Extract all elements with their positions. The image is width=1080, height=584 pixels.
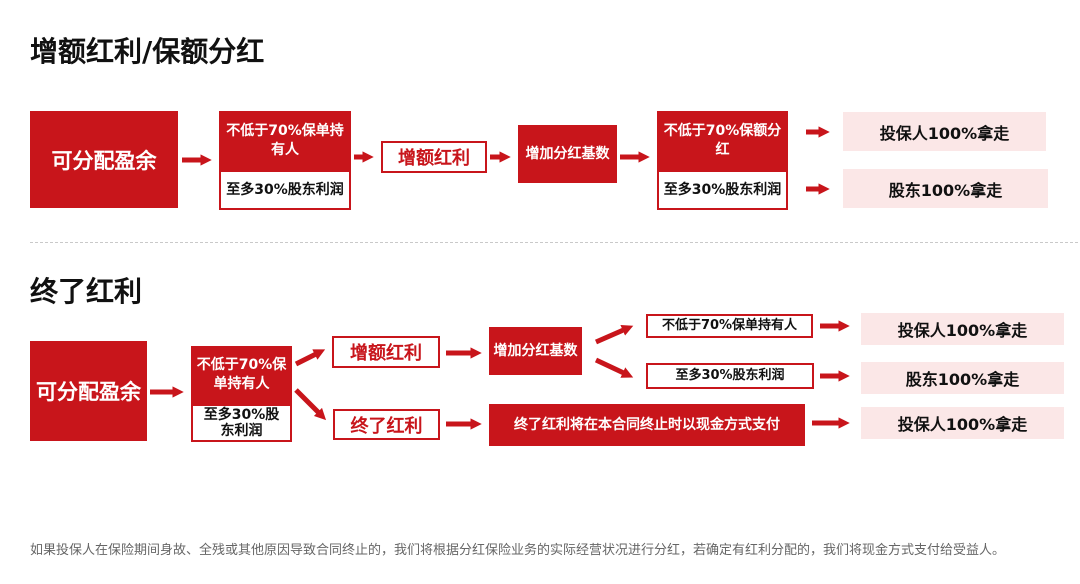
s2-shareholder-share-small: 至多30%股东利润	[646, 363, 814, 389]
section-divider	[30, 242, 1078, 243]
s2-terminal-payment-box: 终了红利将在本合同终止时以现金方式支付	[489, 404, 805, 446]
s2-result-policyholder-1: 投保人100%拿走	[861, 313, 1064, 345]
arrow-s2-5	[594, 325, 634, 345]
s1-source-box: 可分配盈余	[30, 111, 178, 208]
s2-result-policyholder-2: 投保人100%拿走	[861, 407, 1064, 439]
section2-title: 终了红利	[30, 275, 143, 308]
s2-result-shareholder: 股东100%拿走	[861, 362, 1064, 394]
s2-holder-share-box: 不低于70%保单持有人	[191, 346, 292, 404]
s2-source-box: 可分配盈余	[30, 341, 147, 441]
s2-shareholder-share-box: 至多30%股东利润	[191, 404, 292, 442]
s1-holder-share-box-2: 不低于70%保额分红	[657, 111, 788, 170]
s1-result-policyholder: 投保人100%拿走	[843, 112, 1046, 151]
s2-increase-dividend-box: 增额红利	[332, 336, 440, 368]
s2-holder-share-small: 不低于70%保单持有人	[646, 314, 813, 338]
arrow-s2-6	[594, 357, 634, 378]
s1-shareholder-share-box: 至多30%股东利润	[219, 170, 351, 210]
arrow-s2-2	[294, 349, 326, 367]
section1-title: 增额红利/保额分红	[30, 35, 265, 68]
s1-increase-dividend-box: 增额红利	[381, 141, 487, 173]
s1-shareholder-share-box-2: 至多30%股东利润	[657, 170, 788, 210]
s2-increase-base-box: 增加分红基数	[489, 327, 582, 375]
s1-holder-share-box: 不低于70%保单持有人	[219, 111, 351, 170]
s2-terminal-dividend-box: 终了红利	[333, 409, 440, 440]
footer-note: 如果投保人在保险期间身故、全残或其他原因导致合同终止的，我们将根据分红保险业务的…	[30, 543, 1006, 558]
s1-increase-base-box: 增加分红基数	[518, 125, 617, 183]
s1-result-shareholder: 股东100%拿走	[843, 169, 1048, 208]
arrow-s2-3	[294, 388, 327, 421]
